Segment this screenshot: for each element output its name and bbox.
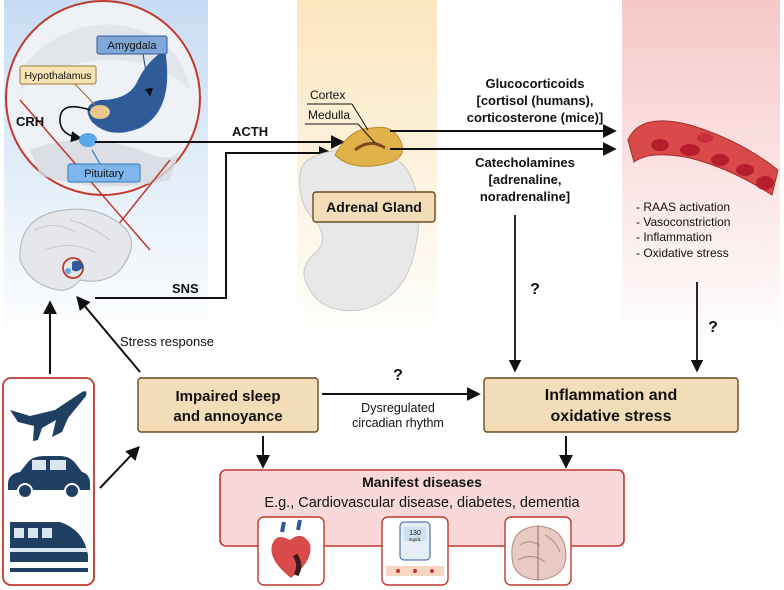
brain-dementia-icon (504, 516, 572, 586)
question-mark-circadian: ? (393, 367, 403, 384)
gluco-line2: [cortisol (humans), (476, 93, 593, 108)
inflammation-line1: Inflammation and (545, 387, 677, 404)
adrenal-gland-label: Adrenal Gland (326, 199, 422, 215)
train-icon (10, 522, 88, 572)
question-mark-catecholamine: ? (530, 281, 540, 298)
medulla-label: Medulla (308, 108, 350, 122)
manifest-diseases-title: Manifest diseases (362, 474, 482, 490)
gluco-line1: Glucocorticoids (486, 76, 585, 91)
adrenal-gland-box (312, 191, 436, 223)
blood-vessel-illustration (627, 120, 779, 196)
amygdala-label: Amygdala (108, 40, 158, 52)
glucometer-icon: 130 mg/dL (381, 516, 449, 586)
circadian-line1: Dysregulated (361, 401, 435, 415)
pituitary-shape (79, 133, 97, 147)
cortex-label: Cortex (310, 88, 345, 102)
airplane-icon (10, 391, 87, 441)
crh-label: CRH (16, 114, 44, 129)
noise-to-sleep-arrow (99, 445, 140, 489)
adrenal-gland-illustration (334, 126, 403, 167)
vessel-effect-item: - Inflammation (636, 230, 712, 244)
hypothalamus-label: Hypothalamus (24, 70, 91, 82)
gluco-line3: corticosterone (mice)] (467, 110, 604, 125)
vessel-effect-item: - RAAS activation (636, 200, 730, 214)
circadian-line2: circadian rhythm (352, 416, 444, 430)
brain-illustration (19, 208, 132, 291)
vessel-effect-item: - Oxidative stress (636, 246, 729, 260)
stress-response-label: Stress response (120, 334, 214, 349)
manifest-diseases-subtitle: E.g., Cardiovascular disease, diabetes, … (264, 495, 580, 511)
glucometer-unit: mg/dL (409, 537, 422, 542)
sns-label: SNS (172, 281, 199, 296)
vessel-effect-item: - Vasoconstriction (636, 215, 730, 229)
glucometer-value: 130 (409, 530, 421, 537)
impaired-sleep-box (137, 377, 319, 433)
hypothalamus-shape (90, 105, 110, 119)
stress-response-arrow (76, 295, 141, 373)
impaired-sleep-line2: and annoyance (173, 408, 282, 425)
crh-arrow (59, 105, 91, 143)
impaired-sleep-line1: Impaired sleep (175, 388, 280, 405)
acth-label: ACTH (232, 124, 268, 139)
amygdala-label-box (96, 35, 168, 55)
sns-arrow (95, 146, 333, 299)
cat-line2: [adrenaline, (489, 172, 562, 187)
hypothalamus-label-box (19, 65, 97, 85)
heart-icon (257, 516, 325, 586)
cat-line1: Catecholamines (475, 155, 575, 170)
car-icon (8, 456, 90, 499)
inflammation-box (483, 377, 739, 433)
inflammation-line2: oxidative stress (551, 408, 672, 425)
question-mark-vessel: ? (708, 319, 718, 336)
pituitary-label: Pituitary (84, 168, 124, 180)
cat-line3: noradrenaline] (480, 189, 570, 204)
vessel-effects-list: - RAAS activation - Vasoconstriction - I… (636, 200, 730, 260)
pituitary-label-box (67, 163, 141, 183)
